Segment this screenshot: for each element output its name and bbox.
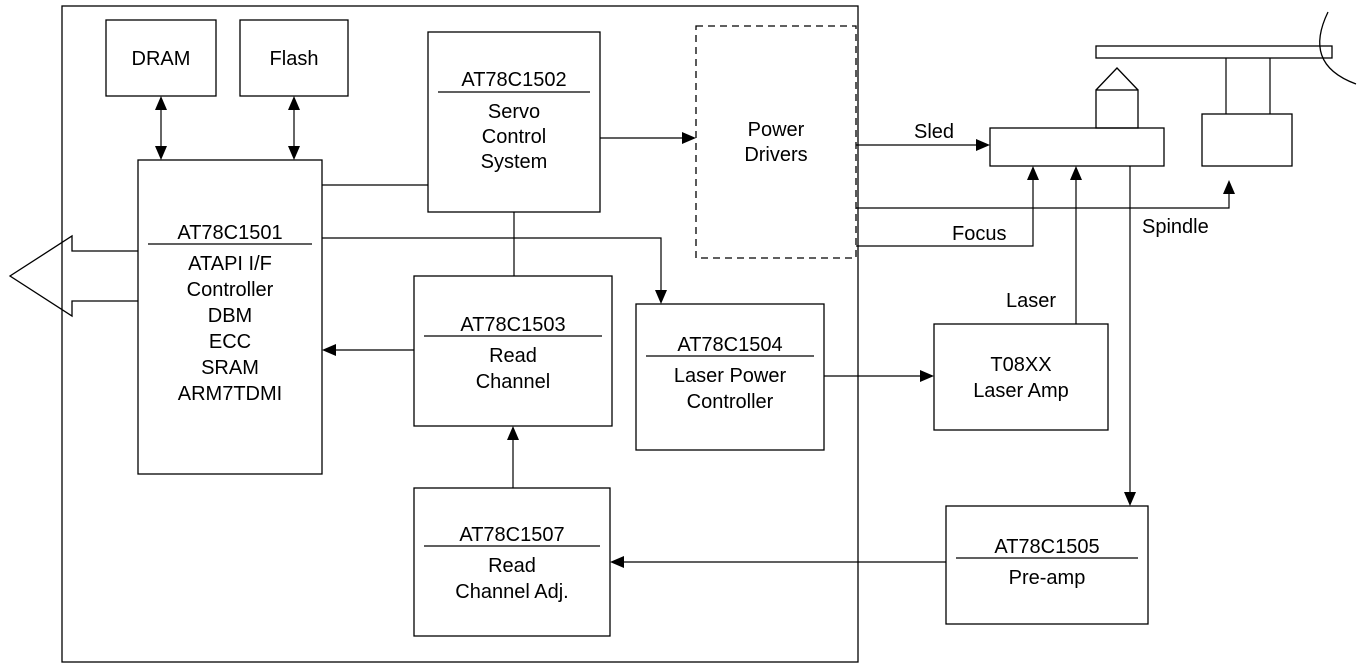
laser-signal-label: Laser [1006, 290, 1056, 312]
chipset-boundary [61, 5, 859, 663]
read-channel-adj-line-2: Channel Adj. [455, 581, 568, 603]
read-channel-part-number: AT78C1503 [460, 314, 565, 336]
power-drivers-line-1: Power [748, 119, 805, 141]
servo-control-block: AT78C1502 Servo Control System [427, 31, 601, 213]
servo-line-2: Control [482, 126, 546, 148]
spindle-arrowhead [1223, 180, 1235, 194]
controller-line-6: ARM7TDMI [178, 383, 282, 405]
pickup-preamp-arrowhead [1124, 492, 1136, 506]
power-drivers-line-2: Drivers [744, 144, 807, 166]
read-channel-adj-block: AT78C1507 Read Channel Adj. [413, 487, 611, 637]
laser-arrowhead [1070, 166, 1082, 180]
spindle-signal-label: Spindle [1142, 216, 1209, 238]
spindle-link [856, 194, 1230, 209]
disc-edge [1319, 11, 1357, 85]
dram-label: DRAM [132, 48, 191, 70]
preamp-adj-arrowhead [610, 556, 624, 568]
controller-part-number: AT78C1501 [177, 222, 282, 244]
focus-signal-label: Focus [952, 223, 1006, 245]
laserpower-amp-arrowhead [920, 370, 934, 382]
read-channel-adj-line-1: Read [488, 555, 536, 577]
controller-line-3: DBM [208, 305, 252, 327]
laser-amp-block: T08XX Laser Amp [933, 323, 1109, 431]
read-channel-block: AT78C1503 Read Channel [413, 275, 613, 427]
read-channel-line-2: Channel [476, 371, 551, 393]
host-interface-arrow [8, 234, 138, 318]
controller-laserpower-link [322, 237, 662, 290]
atapi-controller-block: AT78C1501 ATAPI I/F Controller DBM ECC S… [137, 159, 323, 475]
read-channel-adj-part-number: AT78C1507 [459, 524, 564, 546]
read-channel-line-1: Read [489, 345, 537, 367]
servo-part-number: AT78C1502 [461, 69, 566, 91]
optical-mechanism [989, 11, 1357, 167]
controller-laserpower-arrowhead [655, 290, 667, 304]
controller-line-5: SRAM [201, 357, 259, 379]
laser-power-line-1: Laser Power [674, 365, 787, 387]
adj-readchannel-arrowhead [507, 426, 519, 440]
laser-amp-line-2: Laser Amp [973, 380, 1069, 402]
flash-label: Flash [270, 48, 319, 70]
controller-line-2: Controller [187, 279, 274, 301]
connections [155, 96, 1235, 568]
servo-drivers-arrowhead [682, 132, 696, 144]
laser-amp-line-1: T08XX [990, 354, 1051, 376]
dram-link-arrow-down [155, 146, 167, 160]
controller-line-1: ATAPI I/F [188, 253, 272, 275]
flash-block: Flash [239, 19, 349, 97]
preamp-line-1: Pre-amp [1009, 567, 1086, 589]
laser-power-controller-block: AT78C1504 Laser Power Controller [635, 303, 825, 451]
dram-block: DRAM [105, 19, 217, 97]
preamp-part-number: AT78C1505 [994, 536, 1099, 558]
servo-line-1: Servo [488, 101, 540, 123]
focus-arrowhead [1027, 166, 1039, 180]
controller-line-4: ECC [209, 331, 251, 353]
disc-platter [1095, 45, 1333, 59]
flash-link-arrow-up [288, 96, 300, 110]
focus-link [856, 180, 1034, 247]
spindle-motor [1201, 113, 1293, 167]
sled-signal-label: Sled [914, 121, 954, 143]
dram-link-arrow-up [155, 96, 167, 110]
laser-power-part-number: AT78C1504 [677, 334, 782, 356]
flash-link-arrow-down [288, 146, 300, 160]
servo-line-3: System [481, 151, 548, 173]
preamp-block: AT78C1505 Pre-amp [945, 505, 1149, 625]
sled-arrowhead [976, 139, 990, 151]
power-drivers-block: Power Drivers [695, 25, 857, 259]
readchannel-controller-arrowhead [322, 344, 336, 356]
laser-power-line-2: Controller [687, 391, 774, 413]
sled-pickup [989, 127, 1165, 167]
optical-head [1095, 89, 1139, 129]
lens-cap [1095, 67, 1139, 91]
